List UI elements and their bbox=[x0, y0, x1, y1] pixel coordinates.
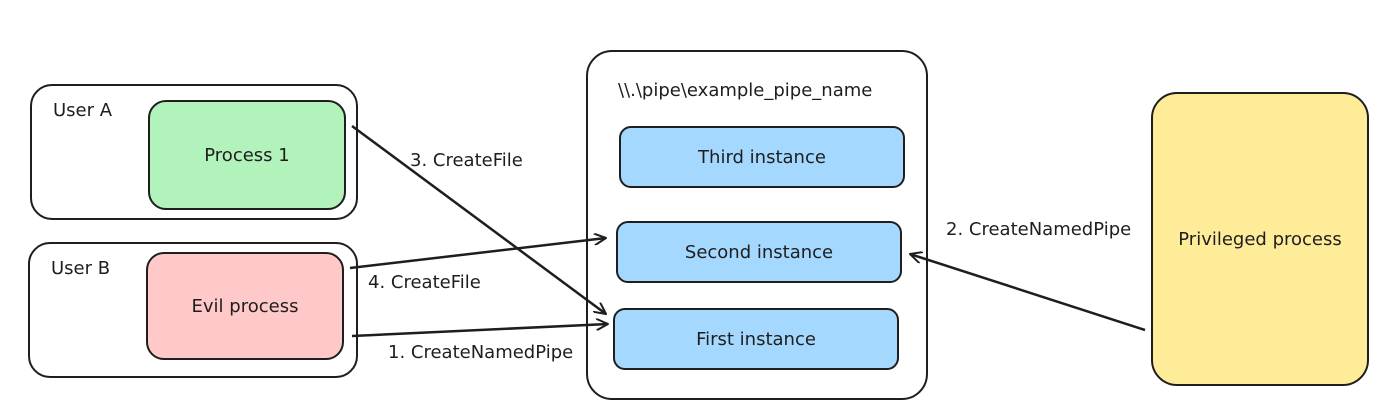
arrow-1-create-named-pipe bbox=[351, 324, 608, 338]
edge-label-3: 3. CreateFile bbox=[410, 150, 523, 171]
evil-process-label: Evil process bbox=[191, 295, 299, 317]
third-instance-box: Third instance bbox=[619, 126, 905, 188]
user-a-label: User A bbox=[53, 100, 113, 121]
arrow-2-create-named-pipe bbox=[910, 254, 1146, 332]
user-b-label: User B bbox=[51, 258, 111, 279]
edge-label-2: 2. CreateNamedPipe bbox=[946, 219, 1132, 240]
evil-process-box: Evil process bbox=[146, 252, 344, 360]
privileged-process-label: Privileged process bbox=[1178, 228, 1342, 250]
user-b-group bbox=[28, 242, 358, 378]
privileged-process-box: Privileged process bbox=[1151, 92, 1369, 386]
user-a-group bbox=[30, 84, 358, 220]
first-instance-label: First instance bbox=[696, 328, 816, 350]
second-instance-box: Second instance bbox=[616, 221, 902, 283]
process-1-label: Process 1 bbox=[204, 144, 290, 166]
first-instance-box: First instance bbox=[613, 308, 899, 370]
arrow-3-create-file bbox=[351, 124, 606, 316]
edge-label-1: 1. CreateNamedPipe bbox=[388, 342, 574, 363]
pipe-name: \\.\pipe\example_pipe_name bbox=[618, 80, 873, 101]
process-1-box: Process 1 bbox=[148, 100, 346, 210]
named-pipe-container bbox=[586, 50, 928, 400]
third-instance-label: Third instance bbox=[698, 146, 826, 168]
second-instance-label: Second instance bbox=[684, 241, 834, 263]
arrow-4-create-file bbox=[349, 238, 606, 270]
edge-label-4: 4. CreateFile bbox=[368, 272, 481, 293]
